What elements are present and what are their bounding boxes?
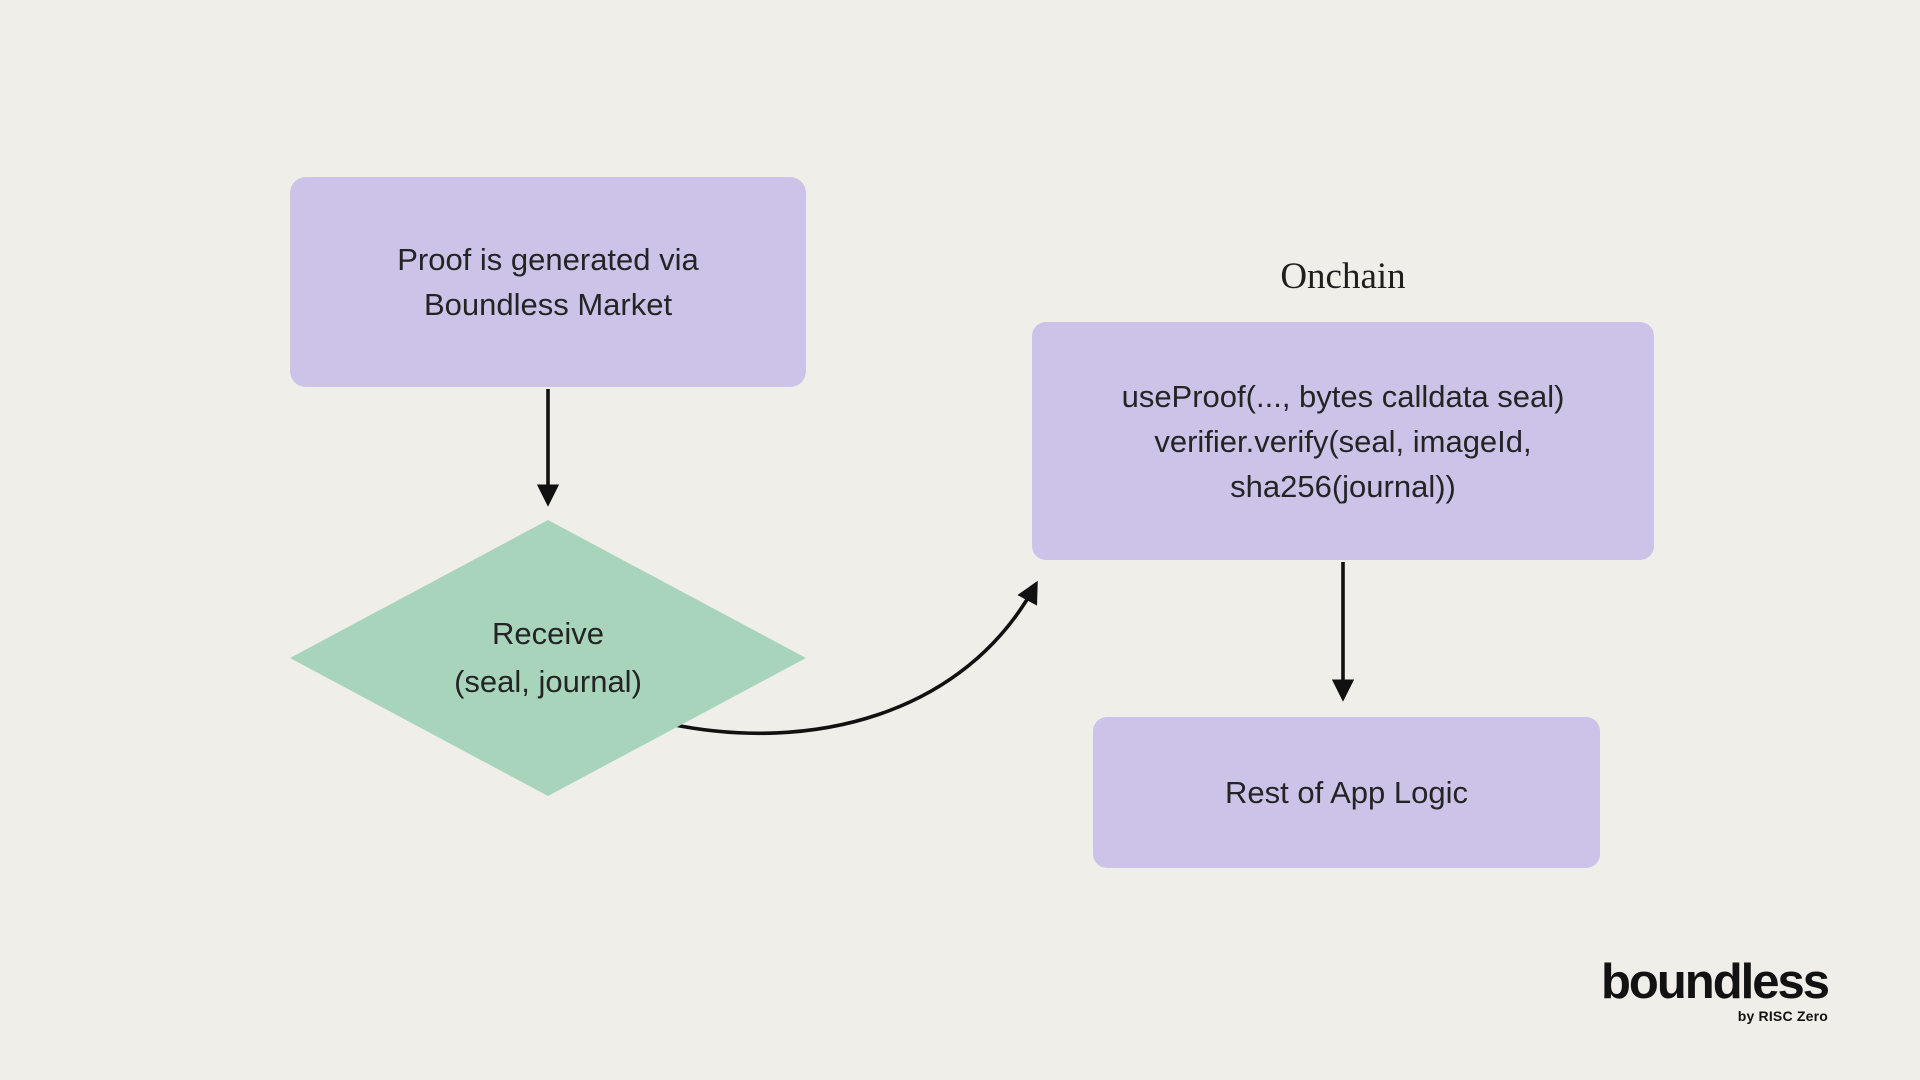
node-useproof-line1: useProof(..., bytes calldata seal) <box>1121 378 1565 414</box>
node-useproof-line2: verifier.verify(seal, imageId, <box>1154 423 1532 459</box>
boundless-byline: by RISC Zero <box>1737 1008 1828 1024</box>
node-receive-decision: Receive (seal, journal) <box>290 520 806 796</box>
node-useproof: useProof(..., bytes calldata seal) verif… <box>1032 322 1654 560</box>
node-proof-line1: Proof is generated via <box>397 242 699 277</box>
node-rest-label: Rest of App Logic <box>1225 775 1468 810</box>
node-useproof-line3: sha256(journal)) <box>1230 468 1456 504</box>
boundless-logo: boundless by RISC Zero <box>1600 955 1830 1025</box>
node-rest-of-app-logic: Rest of App Logic <box>1093 717 1600 868</box>
boundless-wordmark: boundless <box>1600 955 1830 1009</box>
node-proof-generated: Proof is generated via Boundless Market <box>290 177 806 387</box>
node-receive-line2: (seal, journal) <box>454 664 642 699</box>
node-proof-line2: Boundless Market <box>423 287 673 322</box>
node-receive-line1: Receive <box>492 616 604 651</box>
onchain-region-label: Onchain <box>1280 256 1406 297</box>
